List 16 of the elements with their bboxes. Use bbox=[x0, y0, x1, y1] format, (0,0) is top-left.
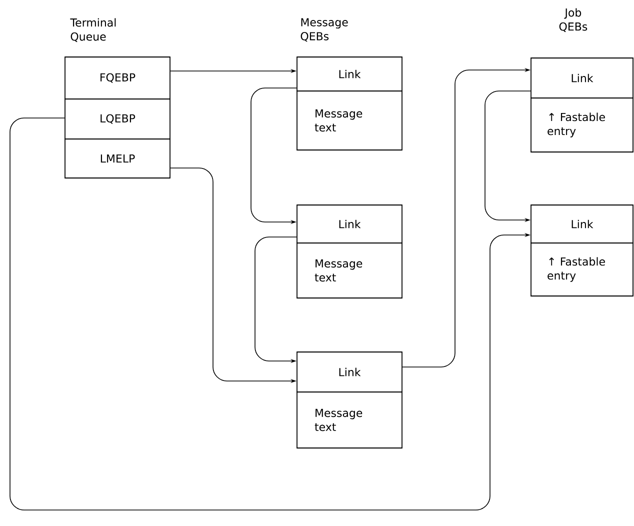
field-cell: Link bbox=[296, 204, 402, 244]
text-cell: Message text bbox=[296, 90, 402, 150]
field-cell: Link bbox=[296, 56, 402, 92]
field-cell: FQEBP bbox=[64, 56, 170, 100]
column-heading: Terminal Queue bbox=[70, 18, 116, 42]
text-cell: ↑ Fastable entry bbox=[530, 242, 634, 296]
column-heading: Job QEBs bbox=[559, 8, 588, 32]
text-cell: Message text bbox=[296, 392, 402, 448]
column-heading: Message QEBs bbox=[300, 18, 348, 42]
field-cell: Link bbox=[296, 352, 402, 392]
text-cell: Message text bbox=[296, 242, 402, 298]
field-cell: LQEBP bbox=[64, 98, 170, 140]
field-cell: Link bbox=[530, 204, 634, 244]
field-cell: LMELP bbox=[64, 138, 170, 178]
field-cell: Link bbox=[530, 58, 634, 98]
text-cell: ↑ Fastable entry bbox=[530, 98, 634, 152]
